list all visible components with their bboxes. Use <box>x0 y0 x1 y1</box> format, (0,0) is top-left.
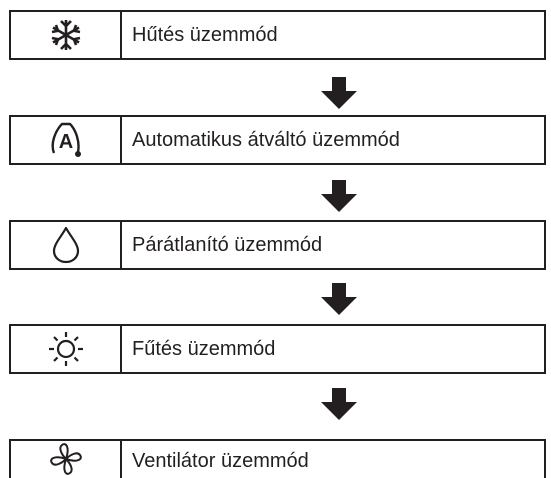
mode-label: Automatikus átváltó üzemmód <box>132 128 400 151</box>
mode-label: Fűtés üzemmód <box>132 337 276 360</box>
mode-icon-cell: A <box>11 117 122 163</box>
mode-row-heating: Fűtés üzemmód <box>9 324 546 374</box>
mode-row-auto: A Automatikus átváltó üzemmód <box>9 115 546 165</box>
fan-icon <box>49 443 82 475</box>
mode-icon-cell <box>11 12 122 58</box>
sun-icon <box>48 332 83 366</box>
down-arrow-icon <box>321 77 357 109</box>
mode-row-cooling: Hűtés üzemmód <box>9 10 546 60</box>
mode-label: Hűtés üzemmód <box>132 23 278 46</box>
mode-label: Párátlanító üzemmód <box>132 233 323 256</box>
down-arrow-icon <box>321 388 357 420</box>
down-arrow-icon <box>321 180 357 212</box>
mode-label: Ventilátor üzemmód <box>132 450 309 472</box>
auto-mode-icon: A <box>51 122 81 157</box>
mode-row-dehumidify: Párátlanító üzemmód <box>9 220 546 270</box>
mode-icon-cell <box>11 326 122 372</box>
mode-icon-cell <box>11 441 122 478</box>
mode-row-fan: Ventilátor üzemmód <box>9 439 546 478</box>
mode-icon-cell <box>11 222 122 268</box>
snowflake-icon <box>51 20 80 50</box>
auto-mode-letter: A <box>58 131 72 153</box>
droplet-icon <box>52 226 79 264</box>
down-arrow-icon <box>321 283 357 315</box>
